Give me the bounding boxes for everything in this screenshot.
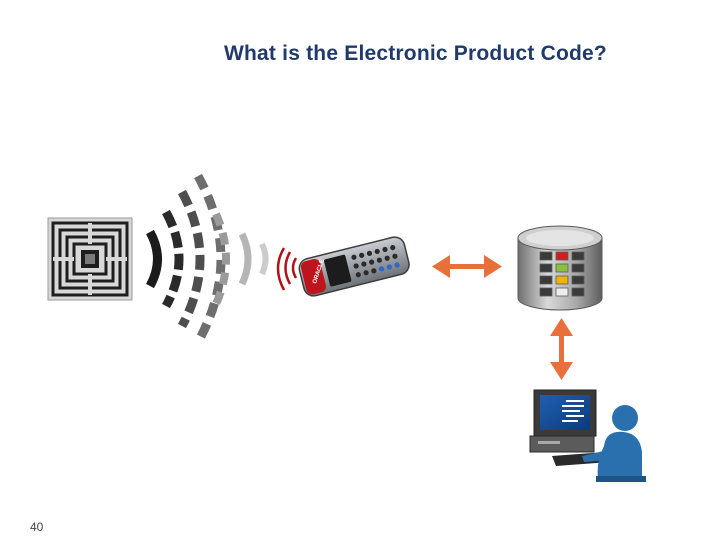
- rfid-tag-icon: [47, 217, 133, 301]
- slide-title: What is the Electronic Product Code?: [224, 42, 607, 65]
- radio-waves-icon: [145, 173, 269, 345]
- double-arrow-horizontal-icon: [432, 255, 502, 278]
- page-number: 40: [30, 520, 44, 534]
- database-icon: [517, 225, 603, 311]
- handheld-reader-icon: ORACLE: [276, 236, 410, 297]
- double-arrow-vertical-icon: [550, 318, 573, 380]
- computer-user-icon: [529, 389, 646, 482]
